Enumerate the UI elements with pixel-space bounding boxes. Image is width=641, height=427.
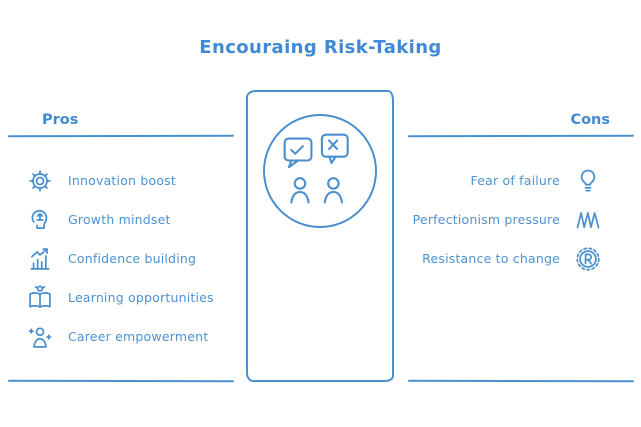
cons-item: Resistance to change bbox=[408, 239, 634, 278]
cons-item: Perfectionism pressure bbox=[408, 200, 634, 239]
decision-illustration bbox=[283, 133, 349, 204]
pros-item: Innovation boost bbox=[8, 161, 234, 200]
growth-mindset-icon bbox=[26, 206, 54, 234]
person-icon bbox=[290, 177, 310, 204]
pros-item-label: Learning opportunities bbox=[68, 290, 214, 305]
learning-book-icon bbox=[26, 284, 54, 312]
cons-item-label: Perfectionism pressure bbox=[412, 212, 560, 227]
cons-list: Fear of failure Perfectionism pressure R… bbox=[408, 161, 634, 278]
pros-item: Learning opportunities bbox=[8, 278, 234, 317]
cons-panel: Cons Fear of failure Perfectionism press… bbox=[407, 112, 635, 383]
pros-header: Pros bbox=[42, 112, 79, 128]
career-person-icon bbox=[26, 323, 54, 351]
decision-circle bbox=[263, 114, 377, 228]
pros-item-label: Confidence building bbox=[68, 251, 197, 266]
pros-item-label: Growth mindset bbox=[68, 212, 171, 227]
cons-item-label: Fear of failure bbox=[470, 173, 560, 188]
gear-innovation-icon bbox=[26, 167, 54, 195]
pros-list: Innovation boost Growth mindset Confiden… bbox=[8, 161, 234, 356]
cons-item-label: Resistance to change bbox=[422, 251, 560, 266]
check-bubble-icon bbox=[283, 137, 313, 169]
center-card bbox=[246, 90, 394, 382]
pros-item-label: Innovation boost bbox=[68, 173, 176, 188]
cons-bottom-divider bbox=[407, 379, 635, 383]
pros-panel: Pros Innovation boost Growth mindset Con… bbox=[7, 112, 235, 383]
scribble-icon bbox=[574, 206, 602, 234]
diagram-title: Encouraing Risk-Taking bbox=[199, 37, 442, 58]
x-bubble-icon bbox=[320, 133, 349, 164]
person-icon bbox=[323, 177, 344, 204]
cons-header: Cons bbox=[570, 112, 610, 128]
cons-header-divider bbox=[407, 134, 635, 138]
confidence-chart-icon bbox=[26, 245, 54, 273]
pros-bottom-divider bbox=[7, 379, 235, 383]
pros-item: Career empowerment bbox=[8, 317, 234, 356]
lightbulb-icon bbox=[574, 167, 602, 195]
cons-item: Fear of failure bbox=[408, 161, 634, 200]
pros-header-divider bbox=[7, 134, 235, 138]
resistance-badge-icon bbox=[574, 245, 602, 273]
pros-item: Growth mindset bbox=[8, 200, 234, 239]
pros-item-label: Career empowerment bbox=[68, 329, 209, 344]
pros-item: Confidence building bbox=[8, 239, 234, 278]
